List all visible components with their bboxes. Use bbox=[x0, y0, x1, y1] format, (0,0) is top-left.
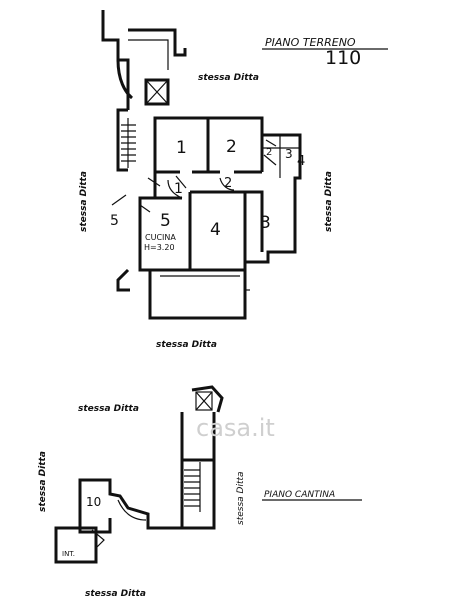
kitchen-label: CUCINA bbox=[145, 233, 176, 242]
cellar-stair bbox=[184, 462, 201, 512]
neighbor-top-label: stessa Ditta bbox=[198, 73, 259, 83]
cellar-neighbor-left-label: stessa Ditta bbox=[38, 451, 48, 512]
room-label-1: 1 bbox=[176, 138, 187, 158]
sheet-number: 110 bbox=[325, 47, 361, 69]
room-label-2: 2 bbox=[226, 137, 237, 157]
small-room-label-3: 3 bbox=[285, 147, 293, 161]
ground-floor-plan bbox=[101, 10, 302, 320]
room-label-5: 5 bbox=[160, 211, 171, 231]
ground-floor-label: PIANO TERRENO bbox=[265, 36, 356, 49]
cellar-neighbor-top-label: stessa Ditta bbox=[78, 404, 139, 414]
cellar-floor-label: PIANO CANTINA bbox=[264, 490, 335, 500]
cellar-elevator-shaft bbox=[195, 391, 213, 411]
watermark-text: casa.it bbox=[196, 414, 275, 442]
room-label-4: 4 bbox=[210, 220, 221, 240]
neighbor-bottom-label: stessa Ditta bbox=[156, 340, 217, 350]
neighbor-right-label: stessa Ditta bbox=[324, 171, 334, 232]
elevator-shaft bbox=[144, 78, 170, 106]
neighbor-left-label: stessa Ditta bbox=[79, 171, 89, 232]
ground-stair bbox=[121, 118, 136, 168]
cellar-floor-plan bbox=[54, 385, 224, 564]
small-room-label-2: 2 bbox=[266, 147, 272, 158]
kitchen-height: H=3.20 bbox=[144, 243, 175, 252]
cellar-neighbor-right-label: stessa Ditta bbox=[236, 471, 246, 525]
hall-label-2: 2 bbox=[224, 176, 232, 191]
cellar-int-label: INT. bbox=[62, 550, 75, 558]
room-label-3: 3 bbox=[260, 213, 271, 233]
cellar-int-room bbox=[54, 526, 98, 564]
cellar-neighbor-bottom-label: stessa Ditta bbox=[85, 589, 146, 599]
cellar-number: 10 bbox=[86, 495, 101, 509]
side-number: 5 bbox=[110, 213, 119, 229]
hall-label-1: 1 bbox=[174, 181, 183, 197]
small-room-label-4: 4 bbox=[297, 154, 305, 169]
